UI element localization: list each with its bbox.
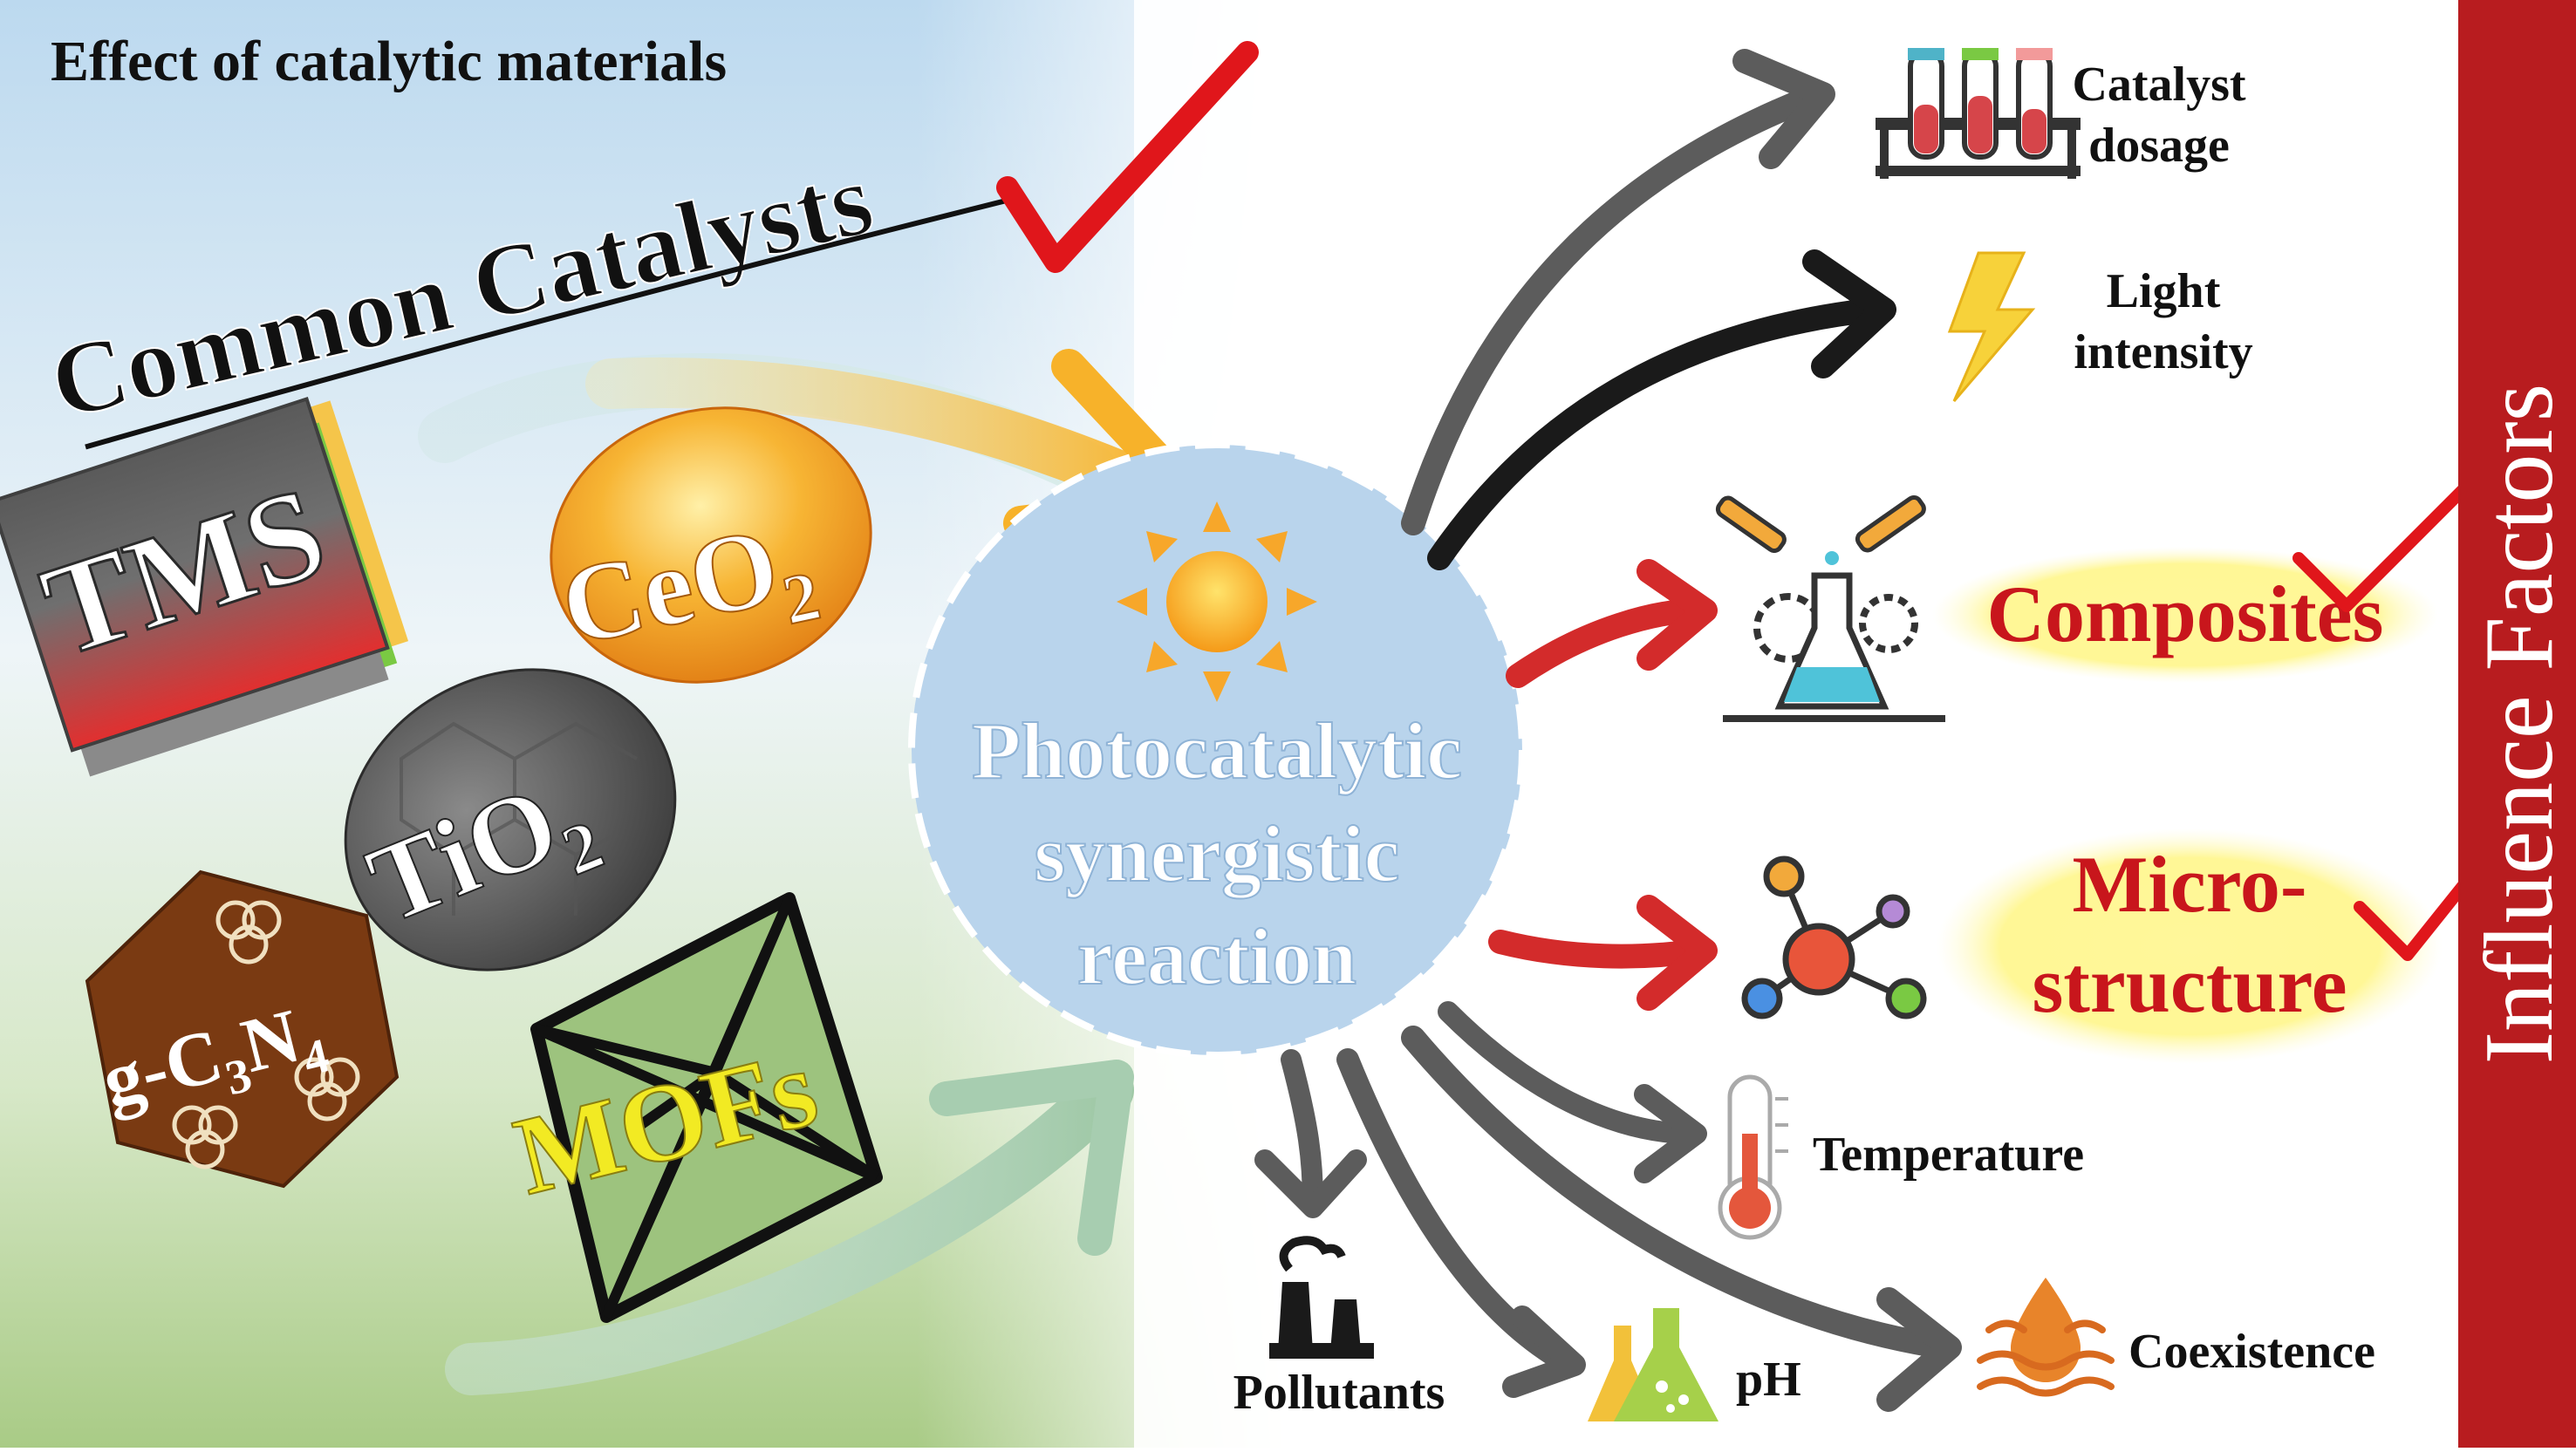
arrow-head-pollutants — [1254, 1149, 1367, 1218]
composites-check-icon — [2292, 452, 2501, 612]
microstructure-line-2: structure — [2032, 940, 2347, 1029]
check-icon — [996, 41, 1259, 273]
center-reaction: Photocatalytic synergistic reaction — [908, 441, 1526, 1059]
arrow-to-composites — [1506, 598, 1713, 688]
arrow-green-bottom — [445, 1064, 1134, 1395]
ceo2-ellipse — [550, 406, 872, 684]
influence-factors-sidebar: Influence Factors — [2458, 0, 2576, 1448]
gc3n4-hexagon — [85, 869, 400, 1189]
factor-temperature: Temperature — [1718, 1074, 2084, 1240]
heading-underline — [85, 196, 1015, 450]
factor-catalyst-dosage: Catalyst dosage — [1876, 48, 2246, 179]
lightning-icon — [1947, 251, 2036, 402]
tio2-badge: TiO2 — [344, 668, 677, 971]
mofs-edges — [534, 896, 880, 1319]
arrow-to-coexistence — [1401, 1026, 1958, 1360]
tms-badge: TMS — [0, 397, 409, 777]
arrow-head-microstructure — [1636, 895, 1718, 1011]
arrow-head-ph — [1502, 1305, 1586, 1398]
arrow-head-catalyst-dosage — [1732, 49, 1835, 169]
tms-layer-main — [0, 397, 390, 753]
factor-light-intensity: Light intensity — [1947, 251, 2253, 402]
honeycomb-icon — [172, 900, 360, 1169]
header-title: Effect of catalytic materials — [51, 30, 727, 93]
tio2-label: TiO2 — [352, 748, 612, 962]
molecule-icon — [1741, 856, 1927, 1019]
factor-coexistence: Coexistence — [1977, 1278, 2375, 1397]
sidebar-label: Influence Factors — [2465, 384, 2573, 1065]
arrow-to-pollutants — [1281, 1049, 1323, 1214]
chemistry-flask-icon — [1715, 494, 1945, 722]
droplet-waves-icon — [1977, 1278, 2115, 1397]
microstructure-highlight — [1937, 828, 2443, 1064]
catalyst-dosage-line-1: Catalyst — [2072, 58, 2245, 112]
mofs-badge: MOFs — [502, 892, 883, 1323]
factor-pollutants: Pollutants — [1233, 1236, 1445, 1420]
coexistence-label: Coexistence — [2128, 1325, 2375, 1379]
center-line-3: reaction — [1077, 912, 1356, 1001]
light-intensity-line-2: intensity — [2074, 325, 2252, 379]
flasks-icon — [1588, 1308, 1718, 1421]
thermometer-icon — [1718, 1074, 1788, 1240]
outgoing-arrows — [1254, 49, 1962, 1412]
ceo2-badge: CeO2 — [550, 406, 872, 684]
arrow-to-catalyst-dosage — [1401, 84, 1827, 535]
arrow-head-coexistence — [1876, 1287, 1962, 1412]
microstructure-line-1: Micro- — [2072, 840, 2306, 929]
center-line-1: Photocatalytic — [972, 706, 1462, 795]
test-tubes-icon — [1876, 48, 2081, 179]
factory-icon — [1269, 1236, 1374, 1359]
arrow-head-composites — [1636, 559, 1718, 671]
temperature-label: Temperature — [1813, 1128, 2084, 1182]
tio2-texture — [400, 721, 638, 916]
ph-label: pH — [1736, 1353, 1801, 1407]
arrow-head-light — [1802, 249, 1896, 378]
gc3n4-badge: g-C3N4 — [85, 869, 400, 1189]
factor-composites: Composites — [1715, 452, 2501, 722]
composites-highlight — [1932, 547, 2438, 683]
sidebar-bar — [2458, 0, 2576, 1448]
arrow-to-temperature — [1438, 1001, 1703, 1144]
catalyst-dosage-line-2: dosage — [2088, 119, 2230, 173]
light-intensity-line-1: Light — [2107, 264, 2221, 318]
arrow-head-temperature — [1634, 1084, 1707, 1183]
center-circle — [908, 441, 1526, 1059]
arrow-to-microstructure — [1488, 930, 1713, 969]
arrow-green-head — [929, 1060, 1134, 1256]
tio2-ellipse — [344, 668, 677, 971]
factor-ph: pH — [1588, 1308, 1801, 1421]
arrow-to-light — [1427, 297, 1888, 570]
pollutants-label: Pollutants — [1233, 1366, 1445, 1420]
sun-icon — [1117, 501, 1317, 702]
center-line-2: synergistic — [1034, 809, 1399, 898]
